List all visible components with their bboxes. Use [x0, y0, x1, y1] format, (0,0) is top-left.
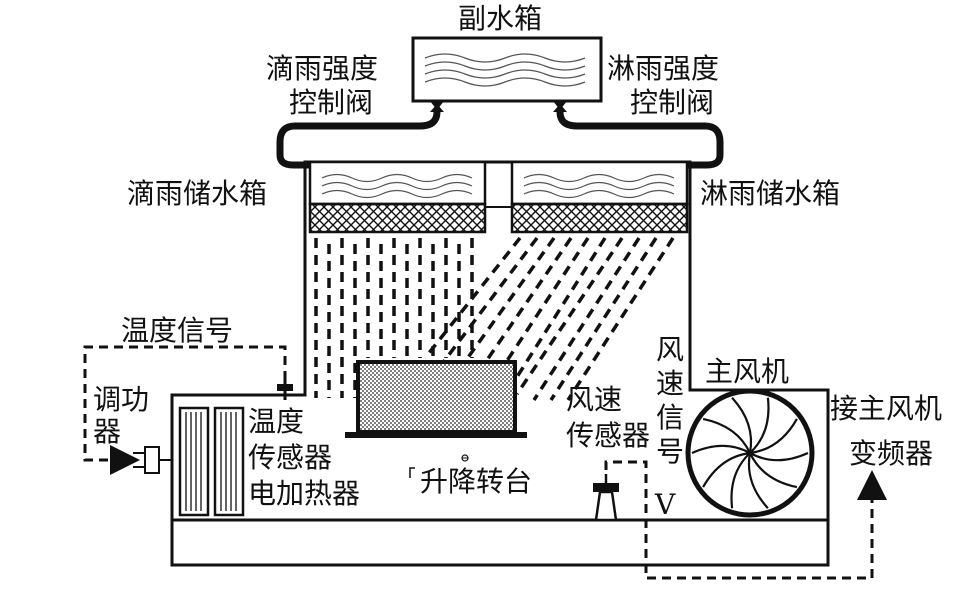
shower-rain-streak: [474, 237, 573, 377]
fan-blade: [749, 397, 770, 454]
lift-table-base: [345, 432, 527, 438]
wind-signal-label-char4: 号: [656, 435, 685, 468]
fan-blade: [749, 451, 809, 462]
fan-blade: [731, 397, 753, 454]
shower-rain-streak: [440, 236, 539, 366]
fan-blade: [747, 452, 769, 509]
wind-signal-label-char2: 速: [656, 367, 685, 400]
temp-signal-line: [83, 345, 287, 475]
shower-rain-streak: [491, 237, 590, 383]
shower-tank-label: 淋雨储水箱: [700, 177, 841, 210]
fan-blade: [749, 452, 798, 489]
fan-vfd-label-line1: 接主风机: [830, 392, 943, 425]
main-fan-label: 主风机: [705, 355, 790, 388]
regulator-label-line1: 调功: [93, 383, 150, 416]
heater-stripes: [185, 412, 237, 511]
turntable-center-icon: [461, 454, 469, 462]
temp-sensor-label-line1: 温度: [248, 405, 305, 438]
wind-signal-label-char1: 风: [656, 333, 685, 366]
shower-rain-streak: [566, 237, 675, 401]
aux-tank-label: 副水箱: [458, 2, 543, 35]
shower-rain: [423, 236, 675, 401]
fan-blade: [749, 418, 798, 455]
drip-valve-label-line2: 控制阀: [289, 86, 374, 119]
drip-tank-mesh: [308, 202, 487, 234]
aux-tank-waves: [424, 53, 586, 87]
fan-blade: [691, 444, 751, 455]
wind-sensor-label-line2: 传感器: [566, 419, 651, 452]
temp-signal-label: 温度信号: [121, 314, 234, 347]
drip-tank-waves: [321, 173, 473, 199]
plug-icon: [133, 446, 172, 474]
shower-valve-label-line2: 控制阀: [630, 86, 715, 119]
shower-rain-streak: [508, 237, 607, 389]
fan-blade: [702, 417, 751, 454]
temp-sensor-icon: [277, 380, 293, 400]
shower-pipe: [556, 111, 724, 169]
drip-tank-label: 滴雨储水箱: [127, 177, 268, 210]
fan-vfd-label-line2: 变频器: [849, 437, 934, 470]
drip-valve-icon: [430, 101, 444, 112]
lift-table-label: 升降转台: [420, 465, 533, 498]
heater-label: 电加热器: [248, 477, 361, 510]
heater-element-2: [213, 406, 245, 517]
shower-tank-mesh: [510, 202, 689, 234]
main-fan-hub: [747, 450, 753, 456]
voltage-label: V: [655, 488, 676, 521]
wind-sensor-icon: [593, 474, 619, 522]
wind-sensor-label-line1: 风速: [566, 383, 623, 416]
fan-blade: [730, 452, 751, 509]
shower-rain-streak: [532, 237, 641, 401]
shower-tank-waves: [523, 173, 675, 199]
fan-blade: [702, 451, 751, 488]
shower-valve-icon: [553, 101, 567, 112]
drip-pipe: [276, 111, 441, 169]
main-fan-blades: [691, 397, 809, 509]
shower-rain-streak: [423, 236, 522, 360]
lift-table-marker: [409, 467, 415, 478]
wind-signal-label-char3: 信: [656, 401, 685, 434]
temp-sensor-label-line2: 传感器: [248, 441, 333, 474]
heater-element-1: [178, 406, 210, 517]
regulator-label-line2: 器: [93, 415, 122, 448]
shower-rain-streak: [515, 237, 624, 395]
test-sample: [356, 360, 517, 434]
shower-valve-label-line1: 淋雨强度: [607, 52, 720, 85]
wind-signal-line: [604, 460, 887, 580]
shower-rain-streak: [549, 237, 658, 401]
drip-valve-label-line1: 滴雨强度: [266, 52, 379, 85]
